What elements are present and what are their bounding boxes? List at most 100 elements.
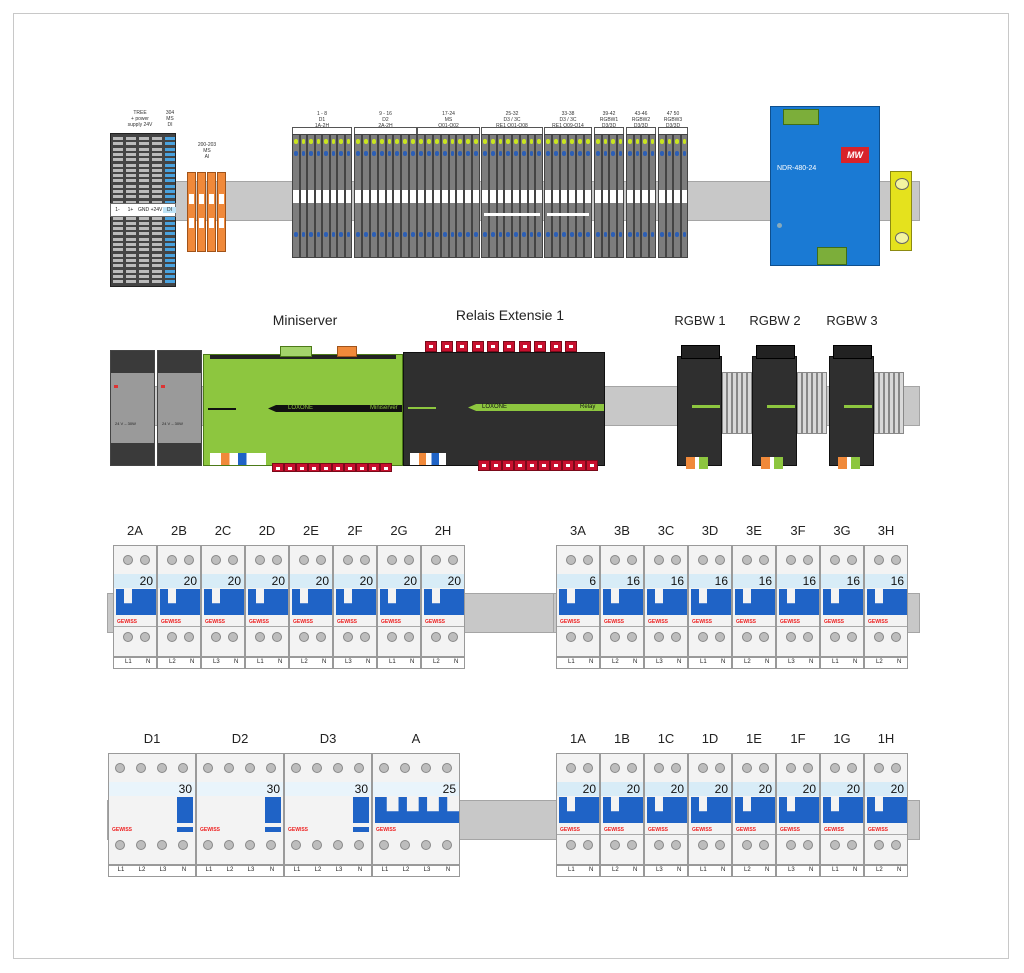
tree-cell [165,274,175,278]
screw-hole [448,555,459,565]
terminal-blue-top [667,151,671,156]
gewiss-logo: GEWISS [288,827,309,833]
gewiss-logo: GEWISS [604,827,625,833]
gewiss-logo: GEWISS [780,827,801,833]
gewiss-logo: GEWISS [205,619,226,625]
terminal-blue-bottom [643,232,647,237]
screw-hole [873,763,884,773]
terminal-block [576,134,584,258]
terminal-block [299,134,307,258]
tree-cell [165,174,175,178]
screw-hole [803,632,814,642]
breaker-rating: 16 [626,574,640,588]
terminal-block [544,134,552,258]
screw-hole [400,763,410,773]
tree-cell [165,163,175,167]
tree-cell [139,163,149,167]
loxone-relay-extension: LOXONE Relay [403,352,605,466]
tree-cell [126,248,136,252]
relay-bottom-connector [550,460,562,471]
breaker-rating-band [865,574,907,588]
rcd-terminal-label: N [181,867,187,873]
terminal-blue-bottom [387,232,392,237]
end-stop-clamp [890,171,912,251]
screw-hole [115,840,125,850]
terminal-blue-top [442,151,447,156]
screw-hole [140,632,151,642]
breaker-handle [823,589,863,615]
terminal-white-band [585,190,591,203]
rcd-terminal-label: L3 [159,867,167,873]
relay-name: Relay [580,404,596,410]
tree-cell [126,237,136,241]
terminal-white-band [433,190,440,203]
gewiss-logo: GEWISS [868,827,889,833]
meanwell-logo: MW [841,147,869,163]
phase-label: L2 [433,659,440,665]
terminal-blue-bottom [301,232,305,237]
screw-hole [741,555,752,565]
tree-cell [113,179,123,183]
terminal-block [601,134,609,258]
screw-hole [565,840,576,850]
breaker-name: 2H [434,523,452,538]
breaker-sep [777,626,819,627]
tree-cell [139,158,149,162]
tree-cell [165,227,175,231]
neutral-label: N [234,659,239,665]
rgbw-terminal [737,372,742,434]
rcd-name: D1 [143,731,161,746]
rgbw-terminal [889,372,894,434]
relay-top-connector [549,341,562,352]
terminal-block [609,134,617,258]
terminal-white-band [345,190,351,203]
terminal-block [665,134,673,258]
psu-red-led [161,385,165,388]
tree-cell [113,168,123,172]
rgbw-terminal [879,372,884,434]
terminal-green-dot [546,139,550,144]
breaker-handle [603,797,643,823]
screw-hole [203,763,213,773]
breaker-handle [559,797,599,823]
screw-hole [178,840,188,850]
breaker-name: 2D [258,523,276,538]
terminal-blue-bottom [346,232,350,237]
tree-cell [165,264,175,268]
tree-cell [165,158,175,162]
tree-cell [113,227,123,231]
tree-cell [126,168,136,172]
terminal-blue-bottom [521,232,526,237]
terminal-green-dot [483,139,487,144]
terminal-white-band [370,190,377,203]
rcd-terminal-label: L1 [205,867,213,873]
breaker-rating: 20 [846,782,860,796]
rcd-rating: 30 [266,782,280,796]
screw-hole [583,555,594,565]
terminal-green-dot [529,139,534,144]
tree-cell [113,184,123,188]
relay-extension-title: Relais Extensie 1 [455,307,565,323]
tree-cell [165,221,175,225]
breaker-name: 1A [570,731,586,746]
neutral-label: N [677,659,682,665]
terminal-blue-top [403,151,408,156]
terminal-blue-bottom [537,232,541,237]
psu-bottom-terminals [817,247,847,265]
tree-cell [165,179,175,183]
tree-cell [165,190,175,193]
tree-cell [139,200,149,204]
rcd-terminal-label: L2 [138,867,146,873]
terminal-white-band [308,190,314,203]
phase-label: L2 [612,659,619,665]
breaker-rating: 20 [183,574,197,588]
